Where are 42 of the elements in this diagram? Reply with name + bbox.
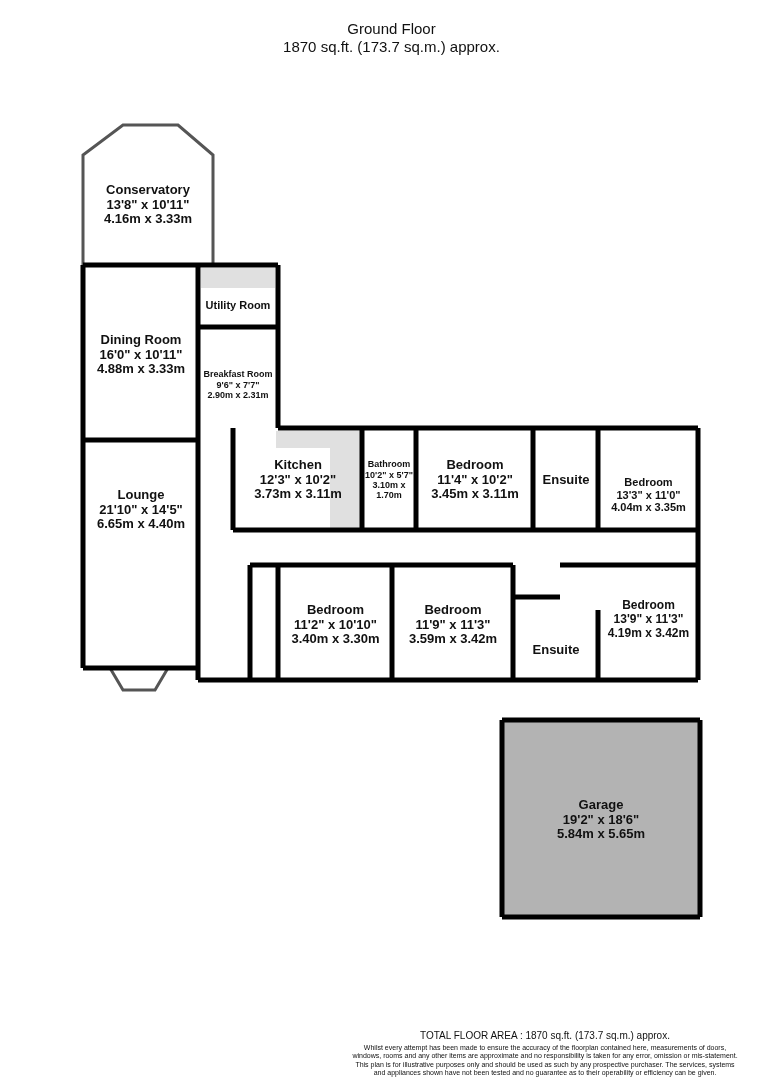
room-dimensions: 11'2" x 10'10" [294,617,377,633]
room-name: Bedroom [622,599,675,614]
room-name: Dining Room [100,332,182,348]
room-dimensions: 3.73m x 3.11m [254,487,342,503]
room-name: Breakfast Room [203,369,273,380]
room-dimensions: 13'8" x 10'11" [106,197,190,213]
room-dimensions: 3.40m x 3.30m [291,632,380,648]
room-name: Conservatory [106,182,190,198]
plan-title: Ground Floor [346,20,437,37]
room-dimensions: 4.88m x 3.33m [96,362,186,378]
room-name: Bedroom [624,476,673,489]
total-floor-area: TOTAL FLOOR AREA : 1870 sq.ft. (173.7 sq.m.) approx. [340,1030,750,1042]
room-dimensions: 11'4" x 10'2" [437,472,513,488]
room-dimensions: 4.19m x 3.42m [607,626,690,641]
room-dimensions: 3.59m x 3.42m [408,632,498,648]
floor-area: 1870 sq.ft. (173.7 sq.m.) approx. [0,38,783,56]
room-name: Kitchen [274,457,322,473]
room-dimensions: 16'0" x 10'11" [99,347,183,363]
room-name: Lounge [117,487,165,503]
room-dimensions: 6.65m x 4.40m [96,517,186,533]
room-dimensions: 9'6" x 7'7" [216,379,260,391]
room-name: Garage [578,797,624,813]
room-dimensions: 12'3" x 10'2" [259,472,337,488]
room-dimensions: 2.90m x 2.31m [207,390,269,401]
room-dimensions: 21'10" x 14'5" [99,502,183,518]
room-dimensions: 4.04m x 3.35m [611,501,686,514]
room-name: Ensuite [542,472,590,488]
room-name: Bedroom [306,602,365,618]
room-dimensions: 3.10m x 1.70m [371,480,407,501]
room-dimensions: 19'2" x 18'6" [562,812,640,828]
room-name: Utility Room [205,298,271,312]
room-dimensions: 11'9" x 11'3" [415,617,491,633]
room-name: Bedroom [446,457,504,473]
room-name: Bathroom [367,459,411,470]
room-dimensions: 5.84m x 5.65m [556,827,646,843]
room-dimensions: 4.16m x 3.33m [103,212,193,228]
room-dimensions: 3.45m x 3.11m [431,487,519,503]
room-dimensions: 13'3" x 11'0" [616,488,681,502]
room-name: Ensuite [532,642,580,658]
room-dimensions: 13'9" x 11'3" [613,613,684,627]
room-name: Bedroom [424,602,482,618]
room-dimensions: 10'2" x 5'7" [365,469,413,480]
